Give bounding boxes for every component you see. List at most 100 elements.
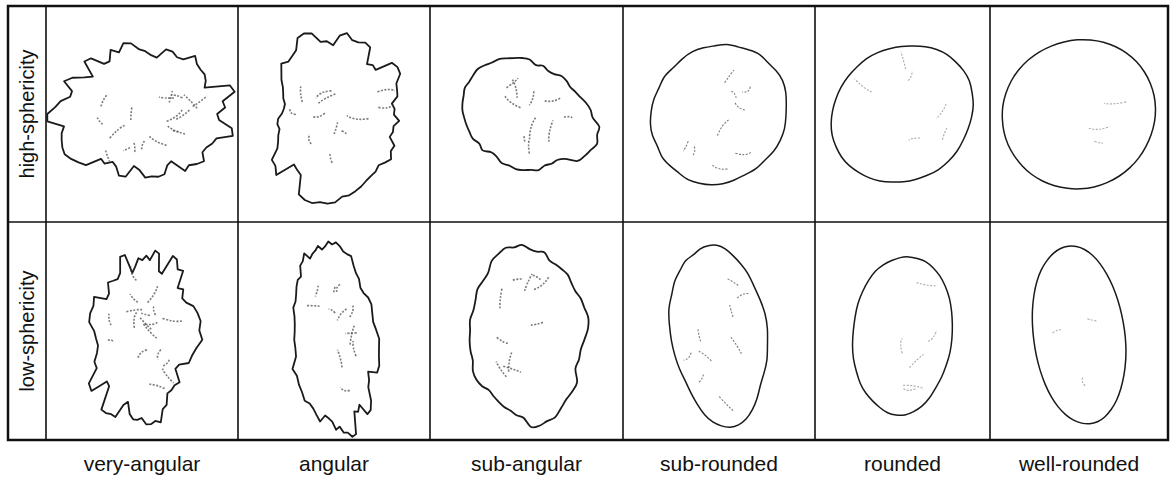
column-label: very-angular: [84, 452, 201, 476]
grain-outline: [650, 44, 786, 184]
grain-texture: [909, 354, 923, 368]
grain-texture: [917, 283, 938, 286]
grain-texture: [1104, 102, 1126, 104]
grain-texture: [506, 78, 518, 87]
grain-texture: [169, 91, 172, 103]
grain-texture: [315, 286, 318, 297]
grain-texture: [525, 274, 532, 291]
grain-texture: [337, 284, 341, 292]
grain-texture: [123, 148, 130, 151]
grain-texture: [523, 136, 525, 142]
grain-texture: [698, 329, 701, 341]
grain-sketch: [1032, 246, 1126, 424]
grain-texture: [316, 91, 332, 98]
grid-frame: [8, 6, 1168, 440]
grain-texture: [1089, 127, 1110, 130]
grain-texture: [101, 95, 107, 108]
grain-outline: [1002, 40, 1155, 189]
grain-texture: [329, 309, 336, 313]
grain-texture: [334, 122, 337, 134]
grain-texture: [719, 397, 733, 411]
grain-texture: [172, 95, 183, 98]
grain-texture: [730, 305, 733, 317]
grain-texture: [936, 104, 946, 119]
grain-texture: [153, 307, 155, 316]
grid-line: [989, 6, 991, 440]
grid: [8, 6, 1168, 440]
grain-texture: [141, 313, 150, 315]
grain-texture: [149, 136, 167, 146]
grain-texture: [309, 134, 312, 144]
grain-texture: [184, 95, 197, 108]
grain-texture: [942, 127, 947, 139]
grain-texture: [162, 369, 173, 383]
grain-texture: [162, 360, 169, 367]
grain-texture: [350, 326, 354, 346]
grain-texture: [1051, 329, 1060, 333]
grain-texture: [699, 351, 712, 362]
grain-texture: [503, 366, 521, 372]
column-label: sub-rounded: [660, 452, 778, 476]
grain-texture: [349, 306, 353, 319]
grain-texture: [148, 286, 158, 302]
grain-outline: [292, 242, 379, 437]
grain-texture: [193, 96, 207, 106]
grain-outline: [831, 46, 973, 182]
grain-texture: [378, 104, 394, 108]
grid-line: [429, 6, 431, 440]
grain-texture: [908, 71, 912, 81]
grain-sketch: [272, 33, 400, 203]
grain-texture: [149, 384, 165, 389]
grain-texture: [347, 116, 369, 120]
grain-texture: [106, 151, 110, 162]
grain-texture: [532, 275, 541, 280]
grain-texture: [683, 141, 688, 151]
grid-line: [622, 6, 624, 440]
grain-texture: [497, 337, 509, 343]
grain-texture: [130, 294, 138, 302]
grain-texture: [145, 322, 157, 324]
grain-texture: [500, 289, 502, 310]
grain-outline: [89, 251, 202, 425]
row-header: high-sphericity: [8, 6, 46, 222]
grain-texture: [143, 323, 157, 338]
grain-texture: [176, 110, 190, 119]
grain-texture: [307, 305, 320, 307]
grain-texture: [353, 341, 356, 356]
grain-texture: [529, 91, 533, 105]
grain-texture: [693, 146, 695, 155]
grain-texture: [496, 362, 506, 377]
grain-texture: [130, 266, 136, 280]
grain-texture: [167, 110, 183, 122]
grain-texture: [901, 339, 903, 354]
grain-texture: [300, 86, 302, 103]
grain-sketch: [650, 44, 786, 184]
grain-texture: [337, 309, 346, 320]
grain-texture: [340, 387, 350, 391]
grain-texture: [564, 116, 572, 119]
grain-texture: [505, 96, 521, 108]
grain-texture: [529, 138, 530, 154]
grain-outline: [47, 43, 234, 178]
grain-texture: [338, 350, 342, 368]
grain-texture: [698, 375, 703, 384]
grain-texture: [97, 118, 102, 125]
grain-texture: [133, 143, 136, 154]
row-label: low-sphericity: [16, 270, 39, 391]
grain-texture: [531, 322, 543, 325]
grain-outline: [1032, 246, 1126, 424]
grain-texture: [717, 120, 728, 136]
grain-texture: [377, 89, 395, 91]
grid-line: [45, 6, 47, 440]
grain-texture: [534, 276, 549, 289]
grain-outline: [669, 245, 768, 427]
grain-texture: [312, 113, 325, 117]
grain-texture: [138, 350, 147, 358]
grain-sketch: [292, 242, 379, 437]
grain-texture: [130, 107, 133, 120]
grain-texture: [109, 314, 111, 325]
grain-texture: [110, 125, 126, 138]
grain-texture: [342, 131, 347, 135]
grain-texture: [735, 152, 751, 154]
